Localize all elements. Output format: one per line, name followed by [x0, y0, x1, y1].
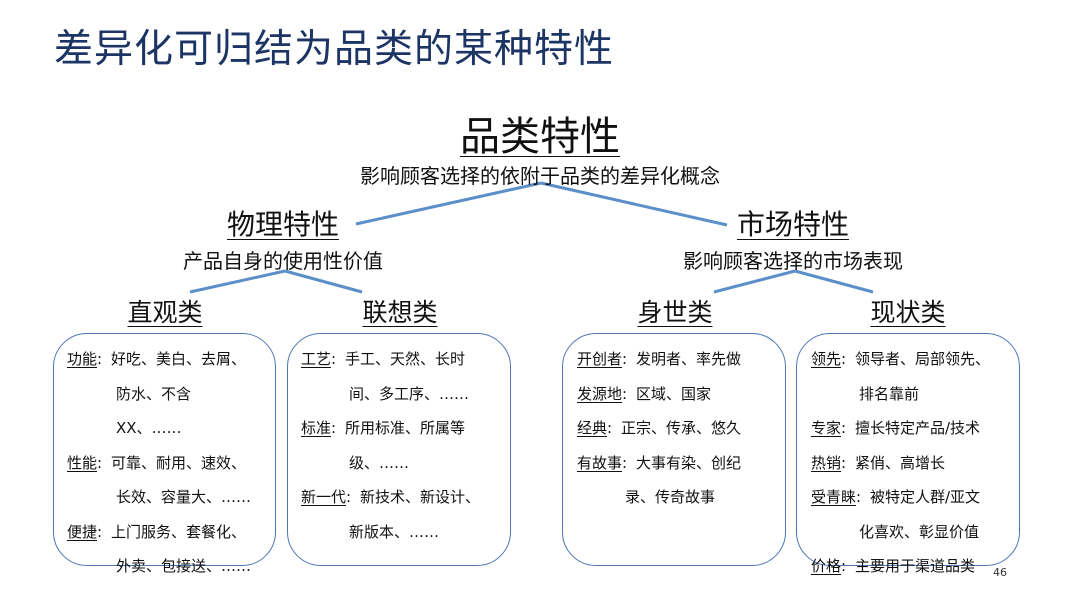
list-item-text: 排名靠前 — [859, 384, 920, 403]
category-status-title: 现状类 — [870, 298, 946, 327]
box-intuitive — [53, 333, 276, 566]
list-item-separator: : — [856, 488, 862, 506]
list-item-key: 经典 — [577, 419, 608, 437]
page-number: 46 — [993, 566, 1007, 579]
list-item-text: 好吃、美白、去屑、 — [111, 350, 247, 368]
list-item-text: 区域、国家 — [636, 384, 712, 403]
list-item-key: 专家 — [811, 419, 842, 437]
list-item-text: 级、…… — [349, 453, 410, 472]
list-item-text: 被特定人群/亚文 — [870, 488, 981, 506]
category-associative-title: 联想类 — [362, 298, 438, 327]
list-item-separator: : — [607, 419, 613, 437]
connector-root-physical — [355, 181, 542, 226]
category-intuitive-title: 直观类 — [127, 298, 203, 327]
list-item-separator: : — [331, 419, 337, 437]
list-item-separator: : — [622, 384, 628, 403]
list-item-text: 化喜欢、彰显价值 — [859, 522, 980, 541]
list-item-separator: : — [841, 350, 847, 368]
box-origin — [562, 333, 786, 566]
list-item-separator: : — [97, 350, 103, 368]
list-item-text: 防水、不含 — [116, 384, 192, 403]
list-item-key: 有故事 — [577, 453, 623, 472]
connector-physical-associative — [284, 269, 363, 294]
list-item-key: 开创者 — [577, 350, 623, 368]
list-item-text: 录、传奇故事 — [625, 488, 716, 506]
branch-physical-title: 物理特性 — [226, 208, 339, 241]
list-item-text: 发明者、率先做 — [636, 350, 742, 368]
list-item-separator: : — [97, 522, 103, 541]
list-item-text: 所用标准、所属等 — [345, 419, 466, 437]
list-item-text: 手工、天然、长时 — [345, 350, 466, 368]
list-item-key: 标准 — [301, 419, 332, 437]
list-item-text: 正宗、传承、悠久 — [621, 419, 742, 437]
list-item-text: 可靠、耐用、速效、 — [111, 453, 247, 472]
list-item-key: 热销 — [811, 453, 842, 472]
box-associative — [287, 333, 511, 566]
list-item-key: 受青睐 — [811, 488, 857, 506]
list-item-key: 功能 — [67, 350, 98, 368]
list-item-text: 上门服务、套餐化、 — [111, 522, 247, 541]
connector-physical-intuitive — [189, 269, 286, 294]
connector-market-origin — [713, 269, 796, 294]
list-item-text: 外卖、包接送、…… — [116, 557, 252, 575]
list-item-key: 领先 — [811, 350, 842, 368]
list-item-separator: : — [331, 350, 337, 368]
list-item-text: XX、…… — [116, 419, 182, 437]
list-item-separator: : — [622, 350, 628, 368]
connector-root-market — [540, 181, 728, 227]
list-item-separator: : — [841, 453, 847, 472]
list-item-text: 主要用于渠道品类 — [855, 557, 976, 575]
list-item-separator: : — [97, 453, 103, 472]
list-item-key: 性能 — [67, 453, 98, 472]
list-item-key: 工艺 — [301, 350, 332, 368]
box-status — [796, 333, 1020, 566]
category-origin-title: 身世类 — [637, 298, 713, 327]
slide-title: 差异化可归结为品类的某种特性 — [54, 27, 615, 72]
list-item-text: 新版本、…… — [349, 522, 440, 541]
list-item-text: 长效、容量大、…… — [116, 488, 252, 506]
branch-physical-subtitle: 产品自身的使用性价值 — [183, 249, 383, 273]
branch-market-subtitle: 影响顾客选择的市场表现 — [683, 249, 903, 273]
root-node-title: 品类特性 — [460, 114, 620, 160]
list-item-text: 擅长特定产品/技术 — [855, 419, 981, 437]
list-item-separator: : — [622, 453, 628, 472]
list-item-key: 新一代 — [301, 488, 347, 506]
list-item-text: 紧俏、高增长 — [855, 453, 946, 472]
list-item-text: 领导者、局部领先、 — [855, 350, 991, 368]
list-item-key: 发源地 — [577, 384, 623, 403]
list-item-separator: : — [841, 419, 847, 437]
connector-market-status — [794, 269, 874, 294]
list-item-key: 价格 — [811, 557, 842, 575]
list-item-separator: : — [841, 557, 847, 575]
branch-market-title: 市场特性 — [736, 208, 849, 241]
list-item-text: 间、多工序、…… — [349, 384, 470, 403]
list-item-text: 新技术、新设计、 — [360, 488, 481, 506]
list-item-text: 大事有染、创纪 — [636, 453, 742, 472]
list-item-key: 便捷 — [67, 522, 98, 541]
list-item-separator: : — [346, 488, 352, 506]
root-node-subtitle: 影响顾客选择的依附于品类的差异化概念 — [360, 164, 720, 188]
